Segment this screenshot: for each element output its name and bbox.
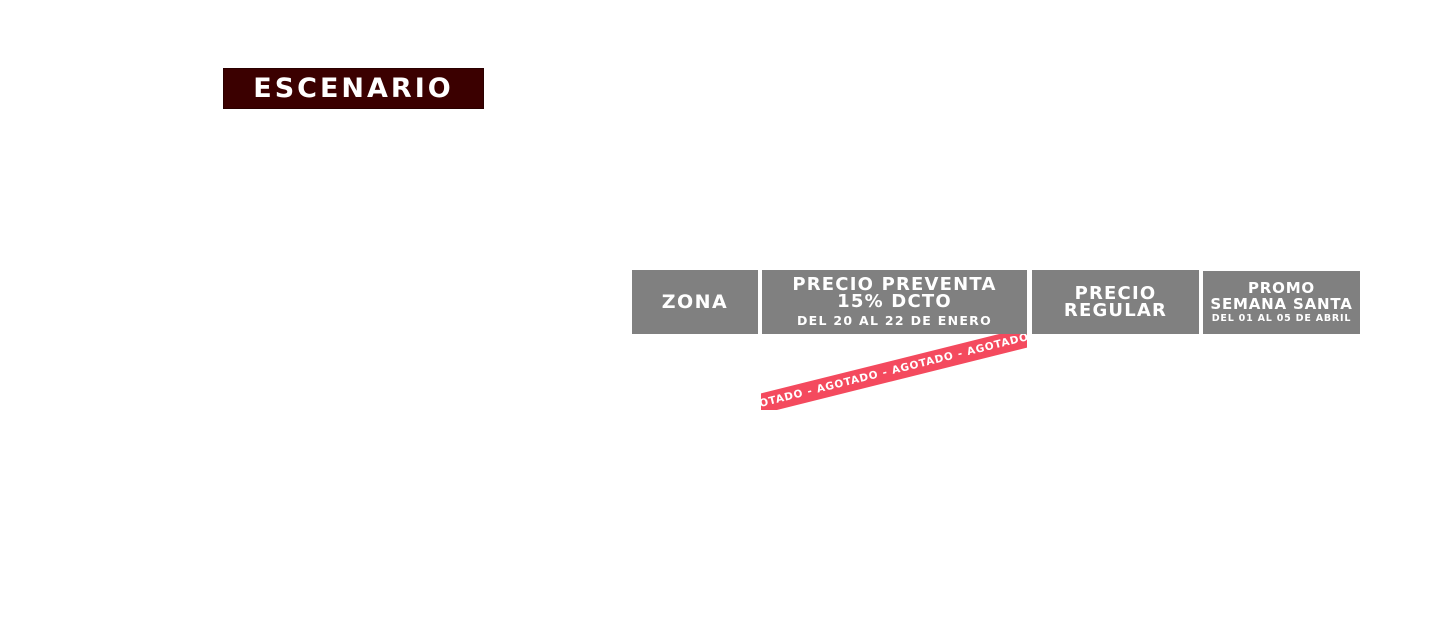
header-promo-dates: DEL 01 AL 05 DE ABRIL — [1211, 313, 1352, 324]
header-precio-regular: PRECIO REGULAR — [1032, 270, 1199, 334]
sold-out-ribbon: AGOTADO - AGOTADO - AGOTADO - AGOTADO - … — [761, 334, 1027, 410]
header-promo-line1: PROMO — [1248, 279, 1315, 297]
sold-out-ribbon-text: AGOTADO - AGOTADO - AGOTADO - AGOTADO - … — [761, 334, 1027, 410]
header-precio-preventa: PRECIO PREVENTA 15% DCTO DEL 20 AL 22 DE… — [762, 270, 1027, 334]
header-preventa-dates: DEL 20 AL 22 DE ENERO — [796, 313, 993, 328]
stage-label: ESCENARIO — [253, 73, 454, 104]
header-promo-semana-santa: PROMO SEMANA SANTA DEL 01 AL 05 DE ABRIL — [1203, 271, 1360, 334]
header-promo-line2: SEMANA SANTA — [1210, 295, 1353, 313]
stage-label-box: ESCENARIO — [223, 68, 484, 109]
header-regular-line1: PRECIO — [1074, 283, 1157, 304]
header-zona-label: ZONA — [661, 290, 729, 313]
header-regular-line2: REGULAR — [1063, 300, 1168, 321]
header-preventa-line2: 15% DCTO — [837, 291, 952, 312]
sold-out-ribbon-area: AGOTADO - AGOTADO - AGOTADO - AGOTADO - … — [761, 334, 1027, 410]
header-preventa-line1: PRECIO PREVENTA — [792, 274, 997, 295]
header-zona: ZONA — [632, 270, 758, 334]
